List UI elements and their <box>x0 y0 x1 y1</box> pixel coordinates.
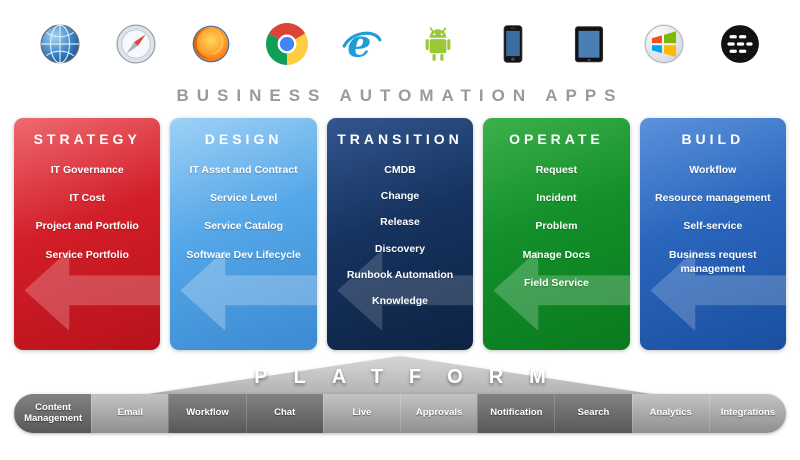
column-item: CMDB <box>384 164 416 176</box>
platform-service-item: Notification <box>477 394 555 433</box>
column-item: IT Governance <box>50 164 124 176</box>
column-item: Project and Portfolio <box>35 220 139 233</box>
left-arrow-icon <box>180 250 317 332</box>
column-title: OPERATE <box>509 131 604 147</box>
android-icon <box>416 22 460 66</box>
platform-service-item: Approvals <box>400 394 477 433</box>
ipad-icon <box>567 22 611 66</box>
column-item: Business request management <box>669 248 757 275</box>
column-item: Workflow <box>689 164 737 176</box>
safari-icon <box>114 22 158 66</box>
internet-explorer-icon: e <box>340 22 384 66</box>
left-arrow-icon <box>650 250 787 332</box>
column-item: Service Portfolio <box>45 248 129 261</box>
column-item: Request <box>535 164 578 176</box>
network-globe-icon <box>38 22 82 66</box>
column-item: Manage Docs <box>522 248 591 261</box>
left-arrow-icon <box>24 250 161 332</box>
column-item: Service Level <box>210 192 278 205</box>
device-icon-row: e <box>38 20 762 68</box>
column-item: Problem <box>535 220 578 233</box>
column-item: Service Catalog <box>204 220 283 233</box>
platform-service-item: Integrations <box>708 394 786 433</box>
platform-service-item: Live <box>322 394 400 433</box>
column-item: Discovery <box>374 242 426 255</box>
left-arrow-icon <box>337 250 474 332</box>
column-title: DESIGN <box>204 131 283 147</box>
column-item: IT Cost <box>69 192 105 205</box>
platform-service-item: Workflow <box>168 394 246 433</box>
windows-icon <box>642 22 686 66</box>
column-item: Incident <box>536 192 577 205</box>
chrome-icon <box>265 22 309 66</box>
platform-service-item: Search <box>554 394 632 433</box>
column-item: IT Asset and Contract <box>189 164 298 176</box>
column-item: Change <box>380 190 420 203</box>
firefox-icon <box>189 22 233 66</box>
platform-service-item: Analytics <box>631 394 709 433</box>
iphone-icon <box>491 22 535 66</box>
blackberry-icon <box>718 22 762 66</box>
column-title: STRATEGY <box>33 131 141 147</box>
column-item: Software Dev Lifecycle <box>186 248 301 261</box>
column-item: Knowledge <box>372 294 429 307</box>
platform-label: PLATFORM <box>254 366 572 388</box>
column-title: TRANSITION <box>337 131 463 147</box>
platform-service-item: Content Management <box>14 394 92 433</box>
column-item: Runbook Automation <box>346 268 454 281</box>
column-title: BUILD <box>681 131 745 147</box>
platform-service-item: Email <box>91 394 168 433</box>
svg-text:e: e <box>347 23 371 65</box>
column-item: Resource management <box>655 192 771 205</box>
page-title: BUSINESS AUTOMATION APPS <box>176 86 624 105</box>
platform-service-item: Chat <box>245 394 323 433</box>
left-arrow-icon <box>493 250 630 332</box>
column-item: Field Service <box>524 276 589 289</box>
column-item: Release <box>380 216 420 229</box>
column-item: Self-service <box>683 220 743 233</box>
